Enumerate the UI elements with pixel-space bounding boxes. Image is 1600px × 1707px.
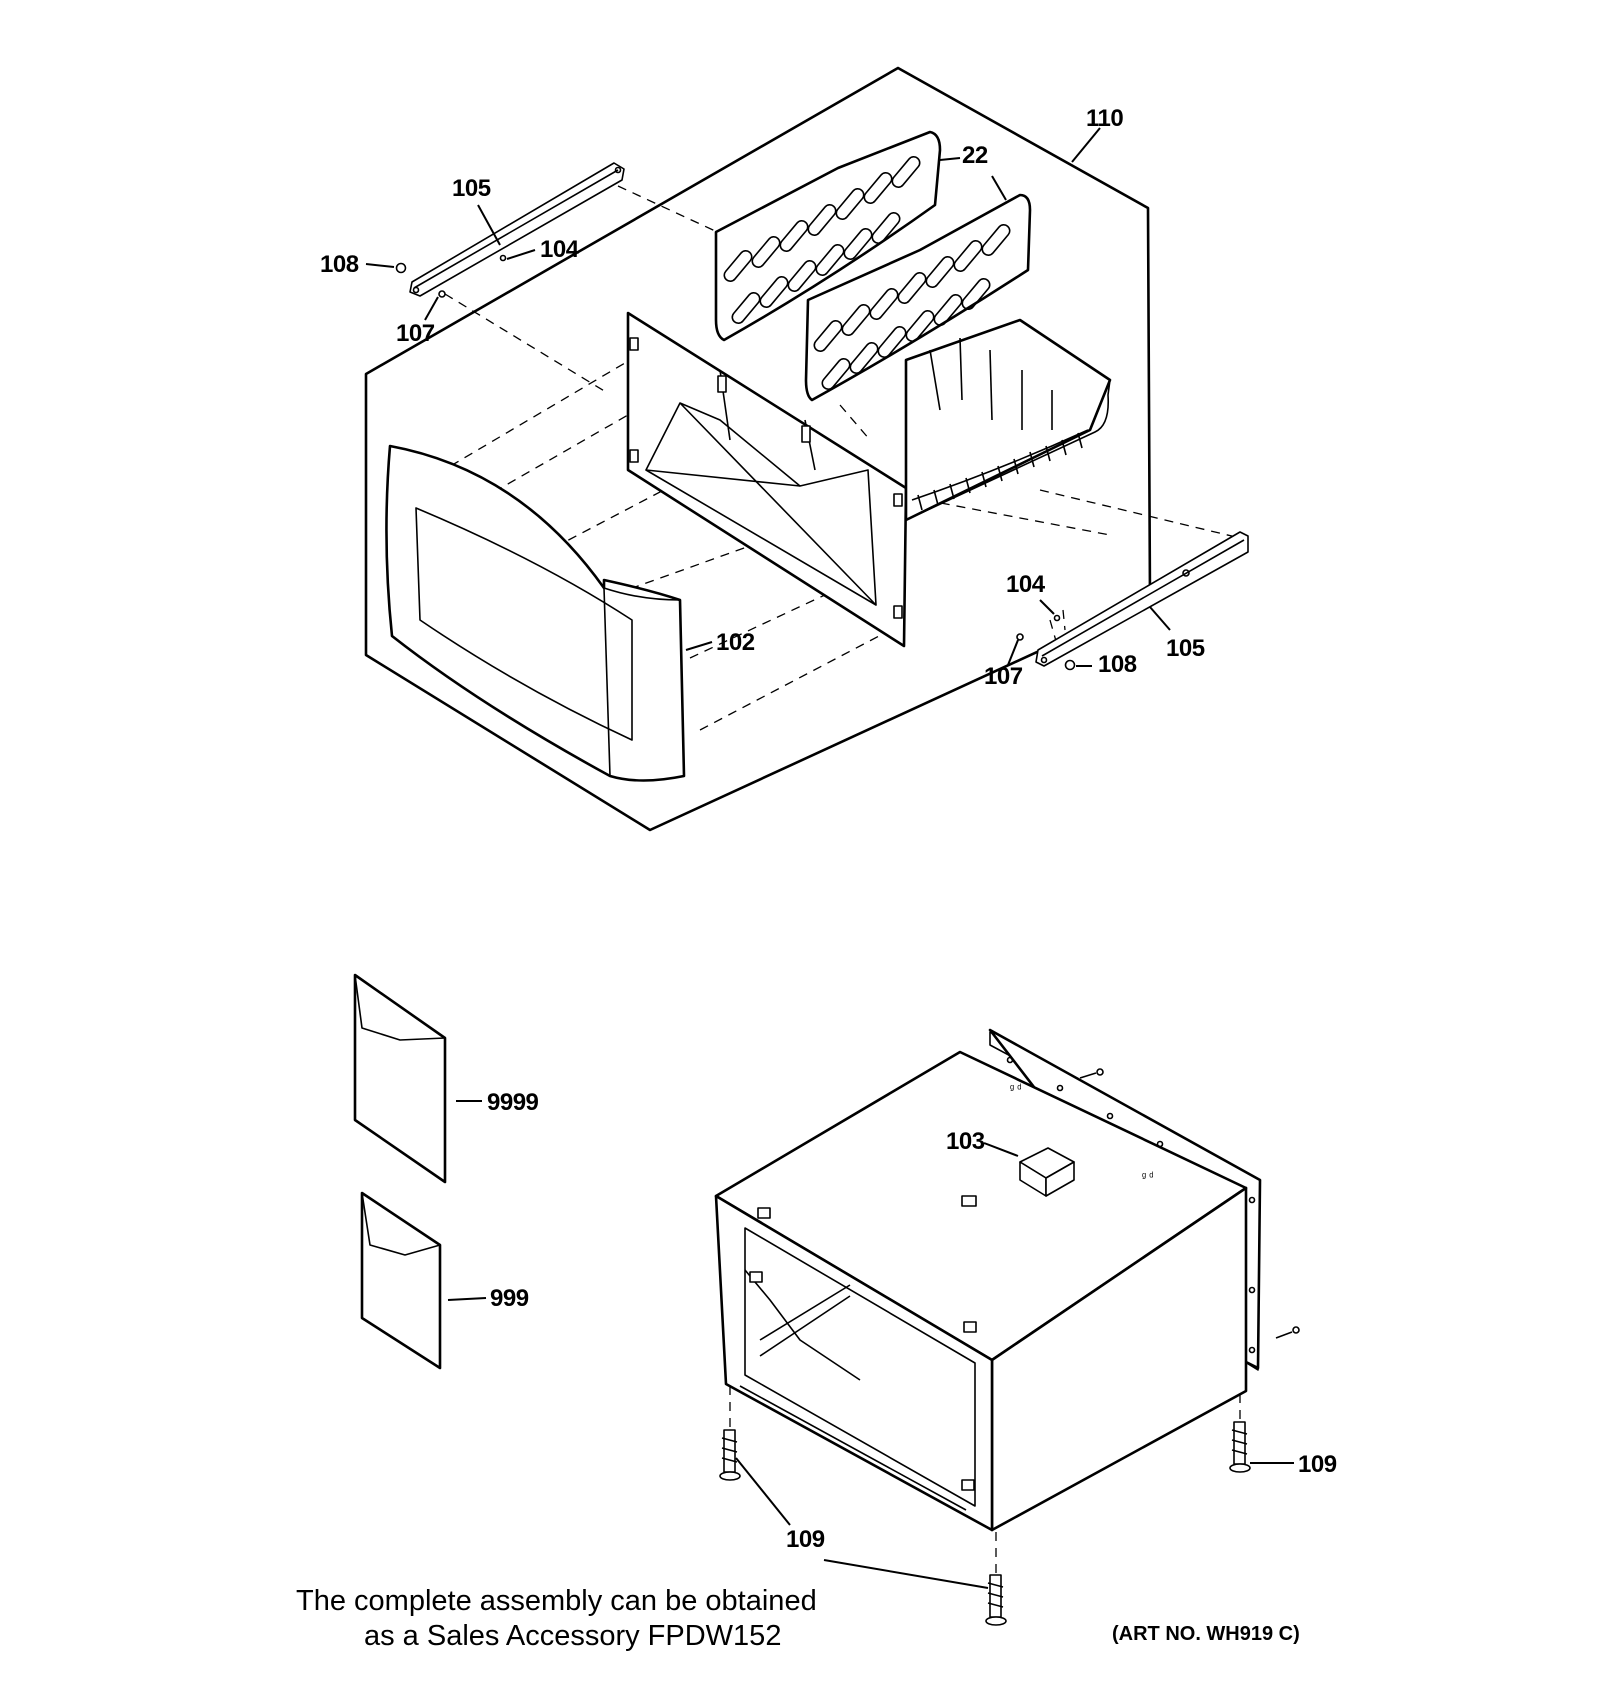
callout-109-front: 109 — [786, 1526, 825, 1553]
svg-text:ᵍ ᵈ: ᵍ ᵈ — [1142, 1171, 1153, 1183]
basket-teeth — [917, 432, 1083, 511]
washer-108-left — [395, 262, 407, 274]
control-box — [1019, 1147, 1075, 1197]
callout-9999: 9999 — [487, 1089, 539, 1116]
screw-107-left — [438, 290, 446, 298]
callout-110: 110 — [1086, 105, 1123, 132]
washer-108-right — [1064, 659, 1076, 671]
slide-rail-left — [395, 162, 625, 298]
callout-102: 102 — [716, 629, 755, 656]
callout-108-left: 108 — [320, 251, 359, 278]
leader-lines-bottom — [735, 1457, 1294, 1589]
drawer-basket — [904, 318, 1112, 522]
flange-holes — [1006, 1056, 1256, 1354]
drawer-assembly — [364, 66, 1249, 832]
screw-104-right — [1053, 614, 1061, 622]
screw-104-left — [499, 254, 507, 262]
assembly-note-line-2: as a Sales Accessory FPDW152 — [364, 1620, 781, 1652]
assembly-note-line-1: The complete assembly can be obtained — [296, 1585, 817, 1617]
basket-divider-front — [804, 193, 1032, 402]
callout-105-left: 105 — [452, 175, 491, 202]
drawer-front — [385, 444, 686, 782]
callout-22: 22 — [962, 142, 988, 169]
callout-107-right: 107 — [984, 663, 1023, 690]
callout-103: 103 — [946, 1128, 985, 1155]
basket-divider-rear — [714, 130, 942, 342]
literature-envelope-small — [360, 1191, 487, 1370]
slide-rail-right — [1016, 531, 1249, 671]
svg-text:ᵍ ᵈ: ᵍ ᵈ — [1010, 1083, 1021, 1095]
mounting-screw-front-left — [719, 1386, 741, 1481]
drawer-housing: ᵍ ᵈ ᵍ ᵈ — [714, 1028, 1300, 1532]
leader-lines-top — [365, 127, 1171, 667]
callout-109-rear: 109 — [1298, 1451, 1337, 1478]
mounting-screw-front-right — [985, 1532, 1007, 1626]
mounting-screw-rear — [1229, 1394, 1251, 1473]
callout-107-left: 107 — [396, 320, 435, 347]
callout-104-right: 104 — [1006, 571, 1046, 598]
callout-105-right: 105 — [1166, 635, 1205, 662]
callout-108-right: 108 — [1098, 651, 1137, 678]
art-number: (ART NO. WH919 C) — [1112, 1623, 1300, 1645]
literature-envelope-large — [353, 973, 482, 1184]
callout-104-left: 104 — [540, 236, 580, 263]
screw-107-right — [1016, 633, 1024, 641]
callout-999: 999 — [490, 1285, 529, 1312]
mounting-plate — [626, 311, 908, 648]
